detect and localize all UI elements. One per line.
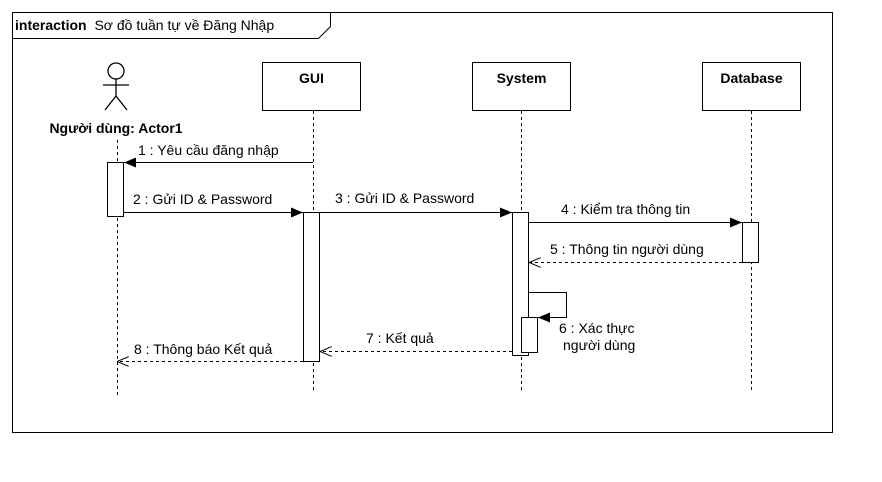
message-4-label: 4 : Kiểm tra thông tin <box>561 201 690 217</box>
activation-database <box>742 222 759 263</box>
message-5-label: 5 : Thông tin người dùng <box>550 241 704 257</box>
interaction-frame <box>12 12 833 433</box>
lifeline-label-database: Database <box>720 70 782 86</box>
activation-gui <box>303 212 320 362</box>
activation-system-self <box>521 317 538 353</box>
message-6-arrow <box>529 292 567 323</box>
message-3-label: 3 : Gửi ID & Password <box>335 190 474 206</box>
lifeline-head-database: Database <box>702 62 801 111</box>
frame-title-tab <box>12 12 331 39</box>
actor-icon <box>103 62 129 111</box>
frame-keyword: interaction <box>15 17 87 33</box>
message-7-label: 7 : Kết quả <box>366 330 434 346</box>
lifeline-head-gui: GUI <box>262 62 361 111</box>
lifeline-label-gui: GUI <box>299 70 324 86</box>
message-2-label: 2 : Gửi ID & Password <box>133 191 272 207</box>
message-6-label-line2: người dùng <box>563 337 635 353</box>
lifeline-label-system: System <box>497 70 547 86</box>
frame-title-text: Sơ đồ tuần tự về Đăng Nhập <box>94 17 274 33</box>
frame-title: interaction Sơ đồ tuần tự về Đăng Nhập <box>15 17 274 33</box>
message-1-label: 1 : Yêu cầu đăng nhập <box>138 142 279 158</box>
message-8-label: 8 : Thông báo Kết quả <box>134 341 273 357</box>
message-6-label-line1: 6 : Xác thực <box>559 320 635 336</box>
actor-label: Người dùng: Actor1 <box>49 120 182 136</box>
lifeline-head-system: System <box>472 62 571 111</box>
activation-actor <box>107 162 124 217</box>
